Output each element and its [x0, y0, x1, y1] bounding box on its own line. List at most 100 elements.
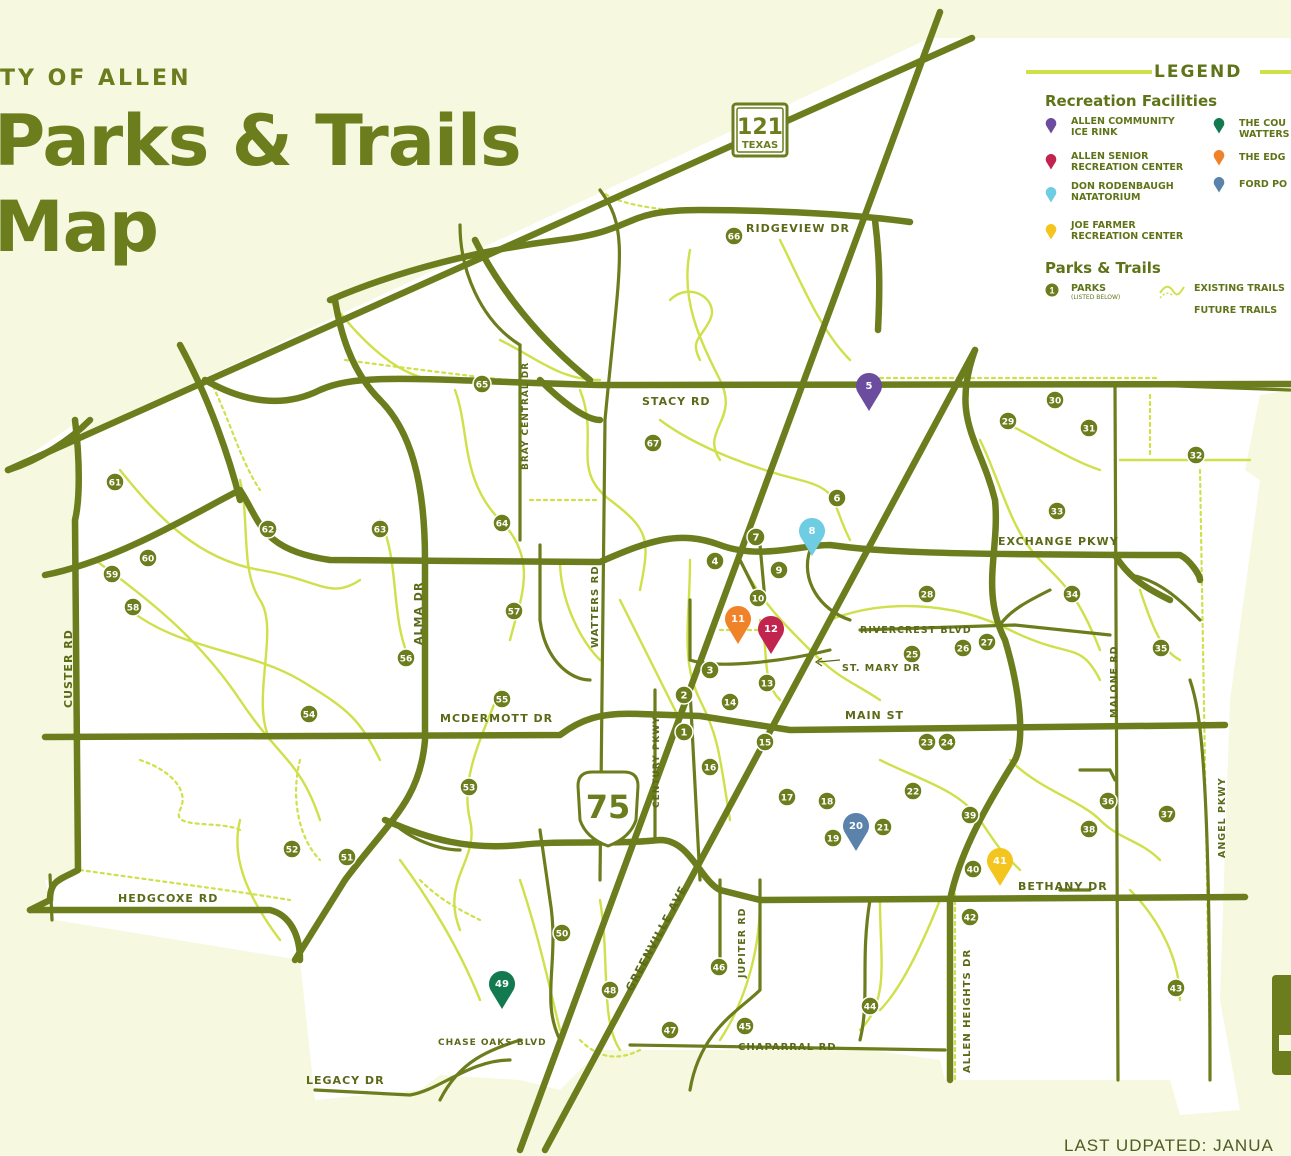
svg-text:27: 27	[981, 639, 994, 649]
park-marker-30[interactable]: 30	[1045, 390, 1065, 410]
park-marker-67[interactable]: 67	[643, 433, 663, 453]
park-marker-51[interactable]: 51	[337, 847, 357, 867]
park-marker-43[interactable]: 43	[1166, 978, 1186, 998]
park-marker-28[interactable]: 28	[917, 584, 937, 604]
facility-pin-11[interactable]: 11	[725, 605, 751, 644]
svg-text:35: 35	[1155, 645, 1168, 655]
road-label: ALLEN HEIGHTS DR	[962, 949, 973, 1073]
park-marker-40[interactable]: 40	[963, 859, 983, 879]
watters-rd-south	[536, 376, 604, 424]
park-marker-9[interactable]: 9	[769, 560, 789, 580]
park-marker-56[interactable]: 56	[396, 648, 416, 668]
park-marker-25[interactable]: 25	[902, 644, 922, 664]
highway-75-road	[516, 8, 944, 1154]
park-marker-13[interactable]: 13	[757, 673, 777, 693]
park-marker-23[interactable]: 23	[917, 732, 937, 752]
park-marker-26[interactable]: 26	[953, 638, 973, 658]
east-loop	[1111, 551, 1174, 604]
park-marker-3[interactable]: 3	[700, 660, 720, 680]
svg-text:21: 21	[877, 824, 890, 834]
park-marker-22[interactable]: 22	[903, 781, 923, 801]
park-marker-60[interactable]: 60	[138, 548, 158, 568]
park-marker-21[interactable]: 21	[873, 817, 893, 837]
watters-rd	[471, 236, 594, 384]
park-marker-39[interactable]: 39	[960, 805, 980, 825]
road-label: HEDGCOXE RD	[118, 892, 218, 905]
page-title: Parks & Trails Map	[0, 98, 522, 270]
park-marker-7[interactable]: 7	[746, 527, 766, 547]
park-marker-64[interactable]: 64	[492, 513, 512, 533]
road-label: BRAY CENTRAL DR	[521, 362, 531, 470]
svg-text:62: 62	[262, 526, 275, 536]
svg-text:32: 32	[1190, 452, 1203, 462]
park-marker-37[interactable]: 37	[1157, 804, 1177, 824]
custer-rd	[26, 416, 82, 914]
park-marker-34[interactable]: 34	[1062, 584, 1082, 604]
park-marker-17[interactable]: 17	[777, 787, 797, 807]
road-label: MAIN ST	[845, 709, 904, 722]
park-marker-27[interactable]: 27	[977, 632, 997, 652]
park-marker-19[interactable]: 19	[823, 828, 843, 848]
facility-pin-49[interactable]: 49	[489, 970, 515, 1009]
park-marker-1[interactable]: 1	[674, 722, 694, 742]
park-marker-14[interactable]: 14	[720, 692, 740, 712]
park-marker-2[interactable]: 2	[674, 685, 694, 705]
park-marker-57[interactable]: 57	[504, 601, 524, 621]
city-name: TY OF ALLEN	[0, 66, 192, 91]
park-marker-42[interactable]: 42	[960, 907, 980, 927]
natatorium-pin-icon	[1045, 187, 1057, 203]
park-marker-16[interactable]: 16	[700, 757, 720, 777]
svg-text:8: 8	[809, 526, 816, 537]
park-marker-35[interactable]: 35	[1151, 638, 1171, 658]
park-marker-48[interactable]: 48	[600, 980, 620, 1000]
hedgcoxe-rd	[26, 906, 304, 964]
map-side-tab[interactable]	[1272, 975, 1291, 1075]
facility-pin-41[interactable]: 41	[987, 847, 1013, 886]
park-marker-54[interactable]: 54	[299, 704, 319, 724]
facility-pin-5[interactable]: 5	[856, 372, 882, 411]
park-marker-15[interactable]: 15	[755, 732, 775, 752]
park-marker-62[interactable]: 62	[258, 519, 278, 539]
park-marker-58[interactable]: 58	[123, 597, 143, 617]
park-marker-45[interactable]: 45	[735, 1016, 755, 1036]
park-marker-50[interactable]: 50	[552, 923, 572, 943]
svg-text:121: 121	[737, 115, 783, 140]
exchange-pkwy	[41, 486, 1204, 584]
park-marker-36[interactable]: 36	[1098, 791, 1118, 811]
park-marker-33[interactable]: 33	[1047, 501, 1067, 521]
park-marker-6[interactable]: 6	[827, 488, 847, 508]
park-marker-61[interactable]: 61	[105, 472, 125, 492]
facility-pin-8[interactable]: 8	[799, 517, 825, 556]
park-marker-59[interactable]: 59	[102, 564, 122, 584]
existing-trails-icon	[1159, 285, 1185, 299]
park-marker-10[interactable]: 10	[748, 588, 768, 608]
park-marker-31[interactable]: 31	[1079, 418, 1099, 438]
park-marker-4[interactable]: 4	[705, 551, 725, 571]
park-marker-38[interactable]: 38	[1079, 819, 1099, 839]
park-marker-32[interactable]: 32	[1186, 445, 1206, 465]
parks-heading: Parks & Trails	[1045, 259, 1161, 277]
park-marker-52[interactable]: 52	[282, 839, 302, 859]
park-marker-55[interactable]: 55	[492, 689, 512, 709]
park-marker-47[interactable]: 47	[660, 1020, 680, 1040]
road-label: LEGACY DR	[306, 1074, 385, 1087]
park-marker-46[interactable]: 46	[709, 957, 729, 977]
facility-pin-12[interactable]: 12	[758, 615, 784, 654]
facility-pin-20[interactable]: 20	[843, 812, 869, 851]
park-marker-66[interactable]: 66	[724, 226, 744, 246]
svg-text:43: 43	[1170, 985, 1183, 995]
park-marker-65[interactable]: 65	[472, 374, 492, 394]
svg-text:3: 3	[707, 666, 714, 677]
park-marker-53[interactable]: 53	[459, 777, 479, 797]
svg-text:42: 42	[964, 914, 977, 924]
road-label: BETHANY DR	[1018, 880, 1108, 893]
svg-text:65: 65	[476, 381, 489, 391]
park-marker-63[interactable]: 63	[370, 519, 390, 539]
park-marker-24[interactable]: 24	[937, 732, 957, 752]
park-marker-44[interactable]: 44	[860, 996, 880, 1016]
park-marker-29[interactable]: 29	[998, 411, 1018, 431]
park-marker-18[interactable]: 18	[817, 791, 837, 811]
